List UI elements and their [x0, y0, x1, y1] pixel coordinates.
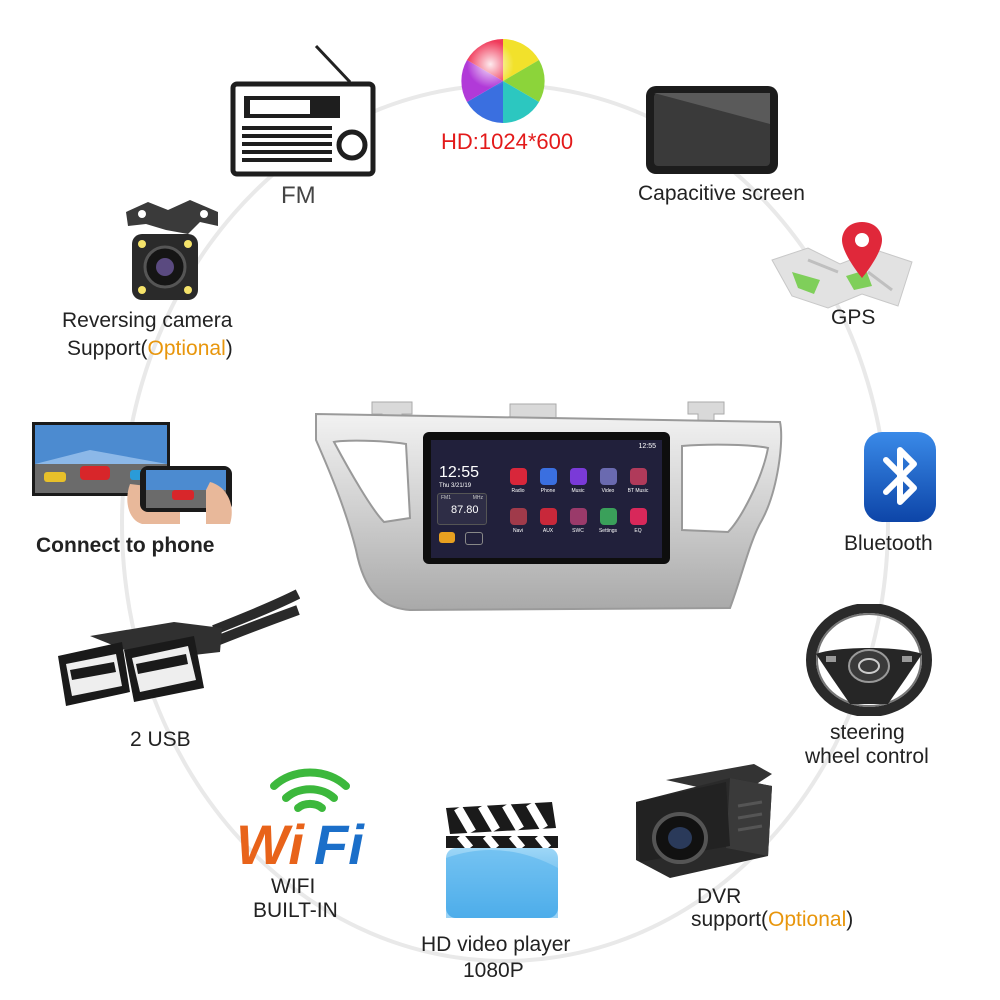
- reversing-camera-support: Support(Optional): [67, 337, 233, 360]
- video-player-icon: [446, 801, 558, 918]
- app-eq[interactable]: EQ: [625, 508, 651, 542]
- optional-tag: Optional: [147, 337, 226, 360]
- reversing-camera-icon: [126, 200, 218, 300]
- steering-wheel-icon: [806, 604, 932, 716]
- steering-label-line2: wheel control: [805, 745, 929, 768]
- device-screen: 12:55 12:55 Thu 3/21/19 FM1 MHz 87.80 Ra…: [431, 440, 662, 558]
- home-date: Thu 3/21/19: [439, 483, 472, 489]
- app-aux[interactable]: AUX: [535, 508, 561, 542]
- app-icon: [599, 468, 617, 485]
- steering-label-line1: steering: [830, 721, 905, 744]
- dvr-label-line2: support(Optional): [691, 908, 854, 931]
- dvr-camera-icon: [636, 764, 772, 878]
- gps-label: GPS: [831, 306, 876, 329]
- video-player-label-line1: HD video player: [421, 933, 571, 956]
- hd-label: HD:1024*600: [441, 129, 574, 154]
- gps-map-icon: [771, 222, 913, 309]
- capacitive-screen-label: Capacitive screen: [638, 182, 805, 205]
- wifi-label-line2: BUILT-IN: [253, 899, 338, 922]
- screen-shortcut-settings[interactable]: [465, 532, 483, 545]
- bluetooth-icon: [864, 432, 936, 522]
- bluetooth-label: Bluetooth: [844, 532, 933, 555]
- head-unit: 12:55 12:55 Thu 3/21/19 FM1 MHz 87.80 Ra…: [310, 400, 785, 615]
- app-swc[interactable]: SWC: [565, 508, 591, 542]
- app-label: Radio: [511, 488, 525, 494]
- app-label: Navi: [512, 528, 523, 534]
- status-bar: 12:55: [638, 443, 656, 450]
- wifi-logo-fi: Fi: [314, 813, 365, 870]
- app-label: Video: [601, 488, 615, 494]
- radio-unit: MHz: [472, 495, 483, 501]
- radio-icon: [230, 44, 376, 177]
- app-icon: [539, 468, 557, 485]
- app-bt-music[interactable]: BT Music: [625, 468, 651, 502]
- radio-widget[interactable]: FM1 MHz 87.80: [437, 493, 487, 525]
- app-label: BT Music: [627, 488, 649, 494]
- wifi-icon: Wi Fi: [236, 768, 365, 870]
- home-clock: 12:55: [439, 464, 480, 481]
- screen-shortcut-car[interactable]: [439, 532, 455, 543]
- color-ball-icon: [461, 39, 545, 123]
- app-video[interactable]: Video: [595, 468, 621, 502]
- tablet-screen-icon: [646, 86, 778, 174]
- app-icon: [599, 508, 617, 525]
- wifi-label-line1: WIFI: [271, 875, 316, 898]
- usb-ports-icon: [58, 589, 300, 706]
- app-icon: [629, 508, 647, 525]
- app-icon: [539, 508, 557, 525]
- app-label: EQ: [634, 528, 642, 534]
- app-label: AUX: [542, 528, 554, 534]
- app-label: SWC: [572, 528, 584, 534]
- app-phone[interactable]: Phone: [535, 468, 561, 502]
- app-icon: [509, 468, 527, 485]
- app-icon: [629, 468, 647, 485]
- usb-label: 2 USB: [130, 728, 191, 751]
- phone-mirror-icon: [32, 422, 232, 524]
- connect-phone-label: Connect to phone: [36, 534, 215, 557]
- radio-frequency: 87.80: [451, 504, 479, 516]
- app-label: Music: [571, 488, 585, 494]
- reversing-camera-label: Reversing camera: [62, 309, 232, 333]
- video-player-label-line2: 1080P: [463, 959, 524, 982]
- app-radio[interactable]: Radio: [505, 468, 531, 502]
- optional-tag: Optional: [768, 908, 847, 931]
- radio-band: FM1: [441, 495, 451, 501]
- app-music[interactable]: Music: [565, 468, 591, 502]
- app-settings[interactable]: Settings: [595, 508, 621, 542]
- app-navi[interactable]: Navi: [505, 508, 531, 542]
- reversing-camera-line1: Reversing camera: [62, 309, 233, 332]
- app-label: Settings: [598, 528, 618, 534]
- app-icon: [569, 468, 587, 485]
- app-icon: [569, 508, 587, 525]
- app-label: Phone: [540, 488, 556, 494]
- wifi-logo-wi: Wi: [236, 813, 305, 870]
- app-icon: [509, 508, 527, 525]
- dvr-label-line1: DVR: [697, 885, 742, 908]
- fm-label: FM: [281, 182, 316, 209]
